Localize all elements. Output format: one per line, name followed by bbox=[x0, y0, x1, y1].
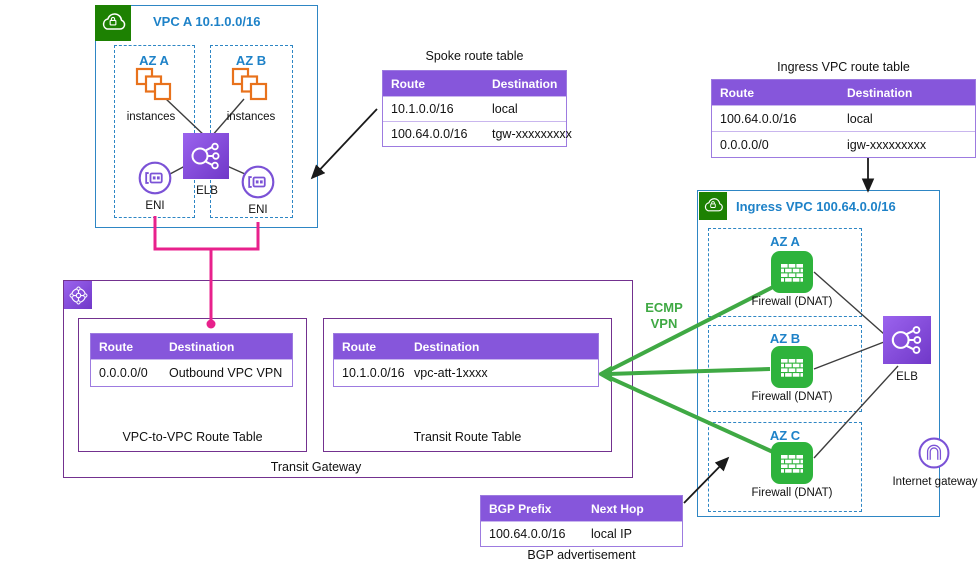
transit-route-table: Route Destination 10.1.0.0/16 vpc-att-1x… bbox=[333, 333, 599, 387]
firewall-icon bbox=[770, 250, 814, 294]
firewall-c-label: Firewall (DNAT) bbox=[751, 487, 833, 499]
internet-gateway-icon bbox=[917, 436, 951, 470]
column-header: BGP Prefix bbox=[489, 501, 552, 516]
vpc-to-vpc-route-table: Route Destination 0.0.0.0/0 Outbound VPC… bbox=[90, 333, 293, 387]
transit-route-table-caption: Transit Route Table bbox=[413, 430, 522, 444]
route-cell: 10.1.0.0/16 bbox=[391, 102, 454, 116]
column-header: Route bbox=[342, 339, 376, 354]
firewall-icon bbox=[770, 345, 814, 389]
firewall-b-label: Firewall (DNAT) bbox=[751, 391, 833, 403]
column-header: Destination bbox=[414, 339, 480, 354]
ingress-route-table-title: Ingress VPC route table bbox=[777, 60, 910, 74]
column-header: Route bbox=[99, 339, 133, 354]
column-header: Destination bbox=[492, 76, 558, 91]
bgp-prefix-cell: 100.64.0.0/16 bbox=[489, 527, 566, 541]
instances-icon bbox=[134, 66, 176, 104]
destination-cell: local bbox=[492, 102, 518, 116]
next-hop-cell: local IP bbox=[591, 527, 632, 541]
destination-cell: Outbound VPC VPN bbox=[169, 366, 283, 380]
eni-a-label: ENI bbox=[145, 200, 165, 212]
spoke-route-table: Route Destination 10.1.0.0/16 local 100.… bbox=[382, 70, 572, 147]
ingress-vpc-label: Ingress VPC 100.64.0.0/16 bbox=[736, 199, 896, 214]
vpc-a-box bbox=[95, 5, 318, 228]
vpc-lock-cloud-icon bbox=[95, 5, 131, 41]
vpc-a-label: VPC A 10.1.0.0/16 bbox=[153, 14, 261, 29]
ecmp-vpn-label: ECMP VPN bbox=[645, 300, 683, 332]
eni-icon bbox=[137, 160, 173, 196]
column-header: Route bbox=[391, 76, 425, 91]
vpc-lock-cloud-icon bbox=[699, 192, 727, 220]
vpc-to-vpc-route-table-caption: VPC-to-VPC Route Table bbox=[122, 430, 263, 444]
firewall-a-label: Firewall (DNAT) bbox=[751, 296, 833, 308]
column-header: Destination bbox=[169, 339, 235, 354]
vpc-a-az-a-label: AZ A bbox=[139, 53, 169, 68]
column-header: Route bbox=[720, 85, 754, 100]
arrow-spoke-table-to-vpc-a bbox=[310, 108, 378, 180]
firewall-icon bbox=[770, 441, 814, 485]
elb-icon bbox=[883, 316, 931, 364]
ingress-elb-label: ELB bbox=[896, 371, 918, 383]
instances-b-label: instances bbox=[226, 111, 276, 123]
transit-gateway-label: Transit Gateway bbox=[270, 460, 362, 474]
bgp-advertisement-caption: BGP advertisement bbox=[527, 548, 636, 562]
instances-icon bbox=[230, 66, 272, 104]
elb-icon bbox=[183, 133, 229, 179]
destination-cell: local bbox=[847, 111, 873, 126]
vpc-a-elb-label: ELB bbox=[196, 185, 218, 197]
ingress-vpc-route-table: Route Destination 100.64.0.0/16 local 0.… bbox=[711, 79, 976, 158]
bgp-advertisement-table: BGP Prefix Next Hop 100.64.0.0/16 local … bbox=[480, 495, 683, 547]
vpc-to-vpc-route-table-box bbox=[78, 318, 307, 452]
route-cell: 100.64.0.0/16 bbox=[391, 127, 468, 141]
route-cell: 0.0.0.0/0 bbox=[720, 137, 769, 152]
destination-cell: vpc-att-1xxxx bbox=[414, 366, 488, 380]
route-cell: 0.0.0.0/0 bbox=[99, 366, 148, 380]
vpc-a-az-b-label: AZ B bbox=[235, 53, 267, 68]
eni-b-label: ENI bbox=[248, 204, 268, 216]
route-cell: 10.1.0.0/16 bbox=[342, 366, 405, 380]
ingress-az-a-label: AZ A bbox=[770, 234, 800, 249]
column-header: Destination bbox=[847, 85, 913, 100]
internet-gateway-label: Internet gateway bbox=[892, 476, 978, 488]
ingress-az-b-label: AZ B bbox=[769, 331, 801, 346]
destination-cell: igw-xxxxxxxxx bbox=[847, 137, 927, 152]
destination-cell: tgw-xxxxxxxxx bbox=[492, 127, 572, 141]
ingress-az-c-label: AZ C bbox=[769, 428, 801, 443]
eni-icon bbox=[240, 164, 276, 200]
route-cell: 100.64.0.0/16 bbox=[720, 111, 797, 126]
instances-a-label: instances bbox=[126, 111, 176, 123]
spoke-route-table-title: Spoke route table bbox=[425, 49, 524, 63]
transit-gateway-icon bbox=[64, 281, 92, 309]
column-header: Next Hop bbox=[591, 501, 644, 516]
